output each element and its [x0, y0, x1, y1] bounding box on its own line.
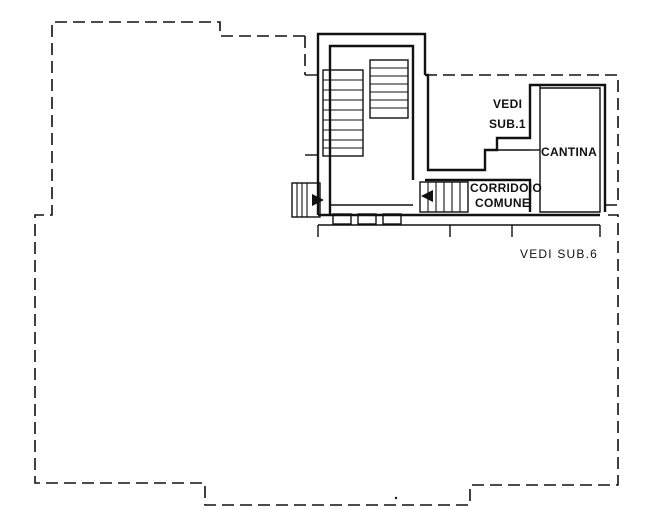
property-boundary — [34, 21, 619, 506]
cantina-label: CANTINA — [541, 145, 597, 159]
stair-right — [369, 59, 409, 119]
stair-left — [322, 69, 364, 157]
corridoio-label: CORRIDOIO — [470, 181, 542, 195]
building-walls — [305, 32, 607, 237]
comune-label: COMUNE — [475, 196, 530, 210]
arrow-right-icon — [312, 194, 324, 206]
corridor-steps — [419, 181, 469, 213]
entry-steps-left — [291, 182, 324, 218]
arrow-left-icon — [421, 190, 433, 202]
threshold-marks — [332, 213, 402, 225]
vedi-sub1-number-label: SUB.1 — [489, 117, 526, 131]
vedi-sub1-label: VEDI — [493, 97, 522, 111]
vedi-sub6-label: VEDI SUB.6 — [520, 247, 598, 261]
reference-dot — [394, 496, 398, 500]
